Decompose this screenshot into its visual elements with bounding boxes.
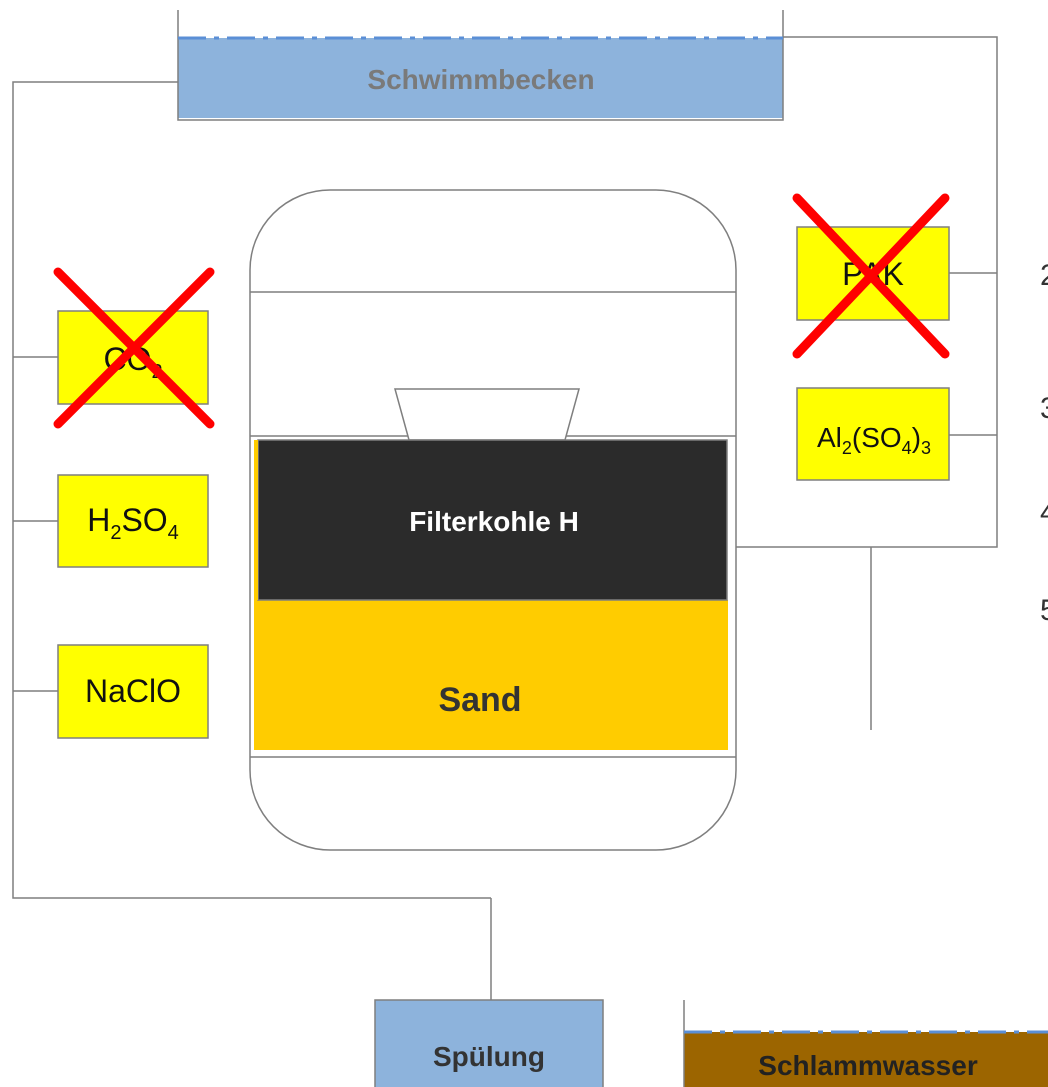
inlet-distributor: [394, 388, 580, 441]
sludge-water: Schlammwasser: [683, 1000, 1048, 1087]
pool-walls: [177, 10, 784, 121]
pak-disabled-cross-icon: [792, 193, 950, 359]
naclo-box: [57, 644, 209, 739]
al-sulfate-box: [796, 387, 950, 481]
pool: Schwimmbecken: [177, 10, 784, 121]
h2so4-box: [57, 474, 209, 568]
carbon-layer: [257, 439, 728, 601]
pool-label: Schwimmbecken: [367, 64, 594, 95]
side-number: 3: [1040, 392, 1048, 425]
naclo-dosing: NaClO: [57, 644, 209, 739]
sludge-water-fill: [684, 1032, 1048, 1087]
backwash: Spülung: [374, 898, 604, 1087]
co2-disabled-cross-icon: [53, 267, 215, 429]
side-list-numbers: 2 3 4 5: [1040, 259, 1048, 627]
naclo-label: NaClO: [85, 673, 181, 709]
co2-dosing: CO2: [53, 267, 215, 429]
sand-layer: [254, 600, 728, 750]
pool-water: [178, 38, 783, 118]
co2-box: [57, 310, 209, 405]
h2so4-label: H2SO4: [87, 502, 179, 544]
filter-vessel: Filterkohle H Sand: [249, 189, 737, 851]
h2so4-dosing: H2SO4: [57, 474, 209, 568]
side-number: 4: [1040, 496, 1048, 529]
side-number: 5: [1040, 594, 1048, 627]
left-return-pipe: [12, 81, 491, 899]
al-sulfate-dosing: Al2(SO4)3: [796, 387, 950, 481]
pak-box: [796, 226, 950, 321]
backwash-label: Spülung: [433, 1041, 545, 1072]
pak-dosing: PAK: [792, 193, 950, 359]
carbon-layer-edge: [254, 440, 258, 600]
al-sulfate-label: Al2(SO4)3: [817, 422, 931, 458]
backwash-box: [374, 999, 604, 1087]
carbon-label: Filterkohle H: [409, 506, 579, 537]
side-number: 2: [1040, 259, 1048, 292]
sand-label: Sand: [438, 681, 521, 719]
right-supply-pipe: [728, 36, 998, 548]
sludge-label: Schlammwasser: [758, 1050, 978, 1081]
